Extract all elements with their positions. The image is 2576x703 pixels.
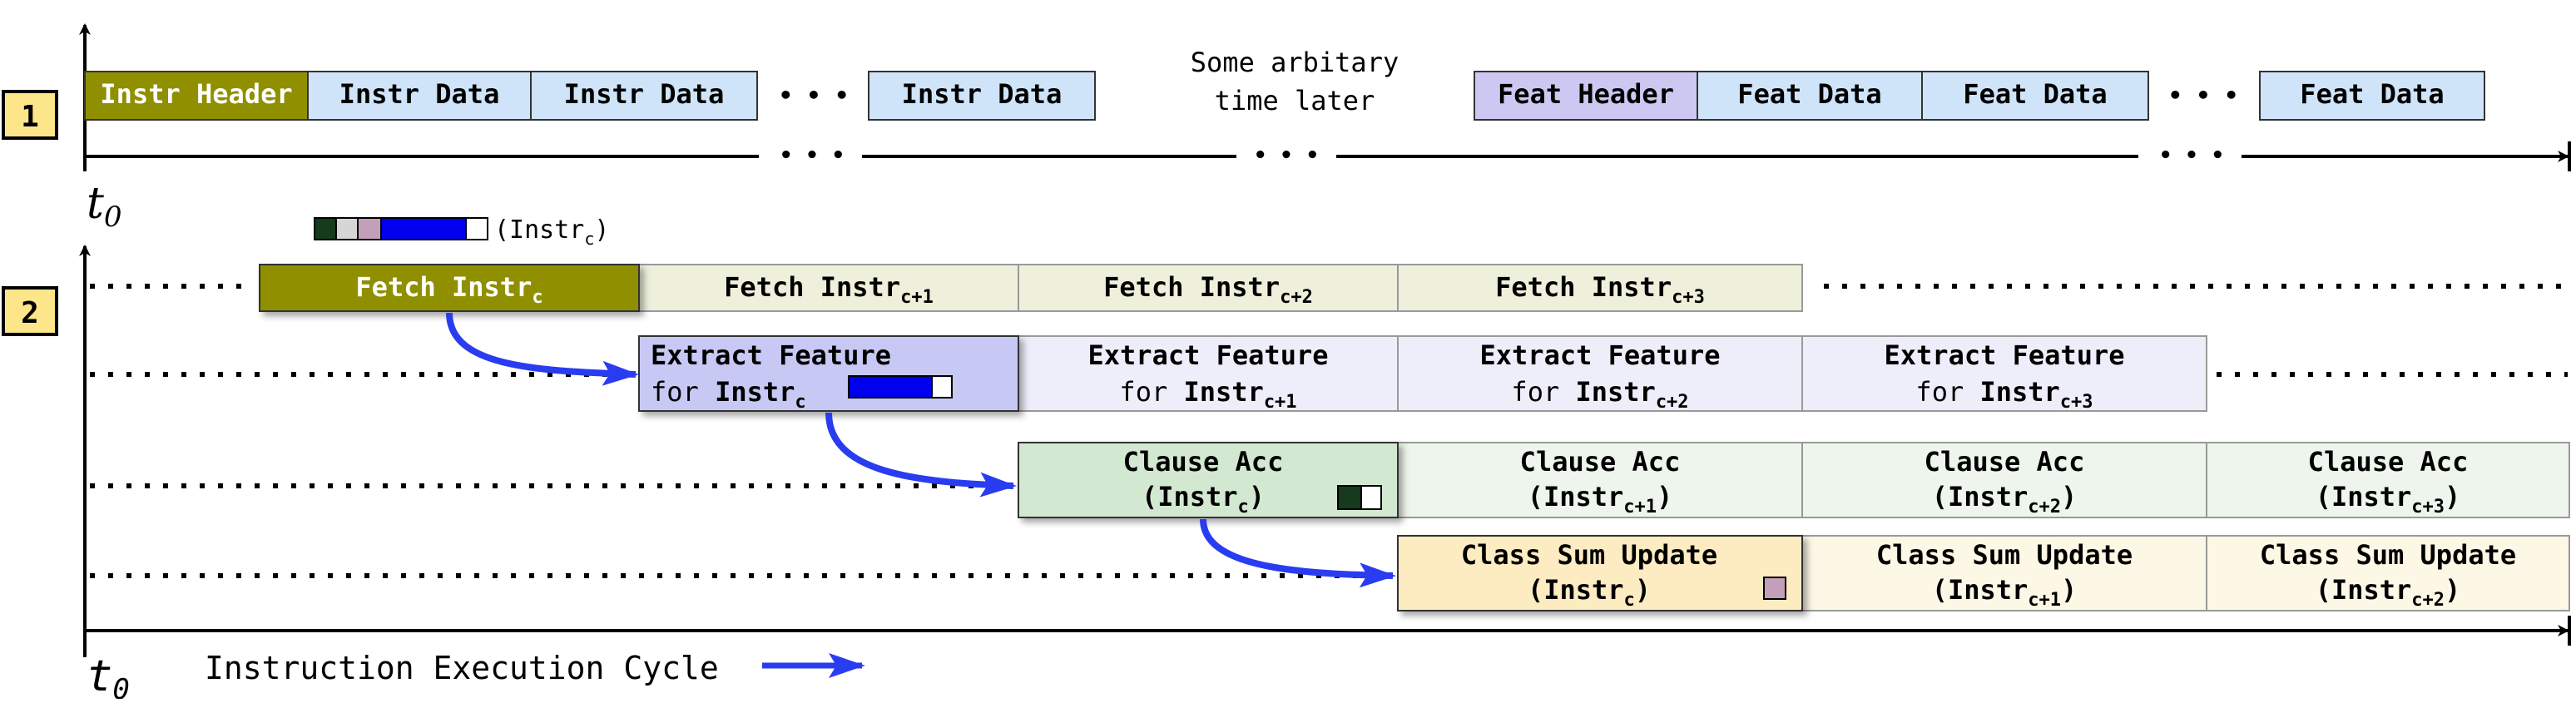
cell-feat-data-3-label: Feat Data bbox=[2300, 78, 2444, 110]
classsum-cell-c1-line1: Class Sum Update bbox=[1876, 539, 2133, 571]
time-note-line1: Some arbitary bbox=[1191, 47, 1399, 78]
cell-instr-data-2-label: Instr Data bbox=[564, 78, 725, 110]
cell-instr-data-1-label: Instr Data bbox=[339, 78, 500, 110]
axis-1-gap-1: • • • bbox=[780, 143, 845, 168]
section-1: 1 Instr Header Instr Data Instr Data • •… bbox=[2, 23, 2571, 234]
ellipsis-feat: • • • bbox=[2168, 82, 2238, 109]
cell-instr-data-1 bbox=[307, 71, 532, 121]
badge-2-label: 2 bbox=[21, 296, 39, 330]
axis-1-gap-3: • • • bbox=[2159, 143, 2224, 168]
axis-label-execution-cycle: Instruction Execution Cycle bbox=[205, 650, 719, 686]
extract-cell-c-line1: Extract Feature bbox=[651, 339, 891, 371]
extract-cell-c1-line1: Extract Feature bbox=[1088, 339, 1329, 371]
clause-cell-c1 bbox=[1397, 442, 1803, 518]
feature-bar bbox=[848, 375, 953, 399]
extract-cell-c3-line2: for Instrc+3 bbox=[1915, 376, 2093, 413]
extract-cell-c1-line2: for Instrc+1 bbox=[1119, 376, 1296, 413]
fetch-cell-c-label: Fetch Instrc bbox=[355, 271, 542, 308]
clause-cell-c1-line1: Clause Acc bbox=[1520, 446, 1681, 478]
t0-label-1: t0 bbox=[87, 179, 122, 234]
clause-cell-c3 bbox=[2206, 442, 2570, 518]
clause-bar bbox=[1337, 485, 1382, 510]
classsum-cell-c bbox=[1397, 535, 1803, 611]
legend-instr-label: (Instrc) bbox=[494, 215, 609, 249]
cell-feat-header-label: Feat Header bbox=[1498, 78, 1674, 110]
fetch-cell-c bbox=[259, 264, 640, 312]
time-note-line2: time later bbox=[1215, 85, 1375, 116]
extract-cell-c3 bbox=[1801, 335, 2207, 412]
cell-feat-header bbox=[1474, 71, 1698, 121]
flow-arrow-extract-to-clause bbox=[825, 412, 1017, 498]
badge-2 bbox=[2, 286, 58, 336]
fetch-cell-c3-label: Fetch Instrc+3 bbox=[1495, 271, 1705, 308]
clause-cell-c bbox=[1018, 442, 1399, 518]
clause-cell-c2-line2: (Instrc+2) bbox=[1932, 481, 2078, 517]
extract-cell-c2-line2: for Instrc+2 bbox=[1511, 376, 1688, 413]
classsum-cell-c2-line1: Class Sum Update bbox=[2260, 539, 2516, 571]
classsum-cell-c1 bbox=[1801, 535, 2207, 611]
classsum-cell-c2-line2: (Instrc+2) bbox=[2316, 574, 2461, 611]
cell-instr-data-2 bbox=[530, 71, 758, 121]
classsum-cell-c2 bbox=[2206, 535, 2570, 611]
extract-cell-c3-line1: Extract Feature bbox=[1885, 339, 2125, 371]
flow-arrow-fetch-to-extract bbox=[446, 312, 639, 386]
extract-cell-c2-line1: Extract Feature bbox=[1480, 339, 1721, 371]
cell-instr-data-3 bbox=[868, 71, 1096, 121]
fetch-cell-c2 bbox=[1018, 264, 1399, 312]
badge-1 bbox=[2, 90, 58, 140]
clause-cell-c1-line2: (Instrc+1) bbox=[1528, 481, 1673, 517]
badge-1-label: 1 bbox=[21, 100, 39, 134]
classsum-square bbox=[1763, 577, 1786, 600]
extract-cell-c bbox=[638, 335, 1019, 412]
section-2: 2 (Instrc) Fetch Instrc+1 Fetch Instrc+2… bbox=[2, 215, 2571, 703]
cell-feat-data-2-label: Feat Data bbox=[1963, 78, 2107, 110]
clause-cell-c-line1: Clause Acc bbox=[1123, 446, 1284, 478]
extract-cell-c-line2: for Instrc bbox=[651, 376, 806, 413]
clause-cell-c3-line2: (Instrc+3) bbox=[2316, 481, 2461, 517]
classsum-cell-c1-line2: (Instrc+1) bbox=[1932, 574, 2078, 611]
fetch-cell-c1-label: Fetch Instrc+1 bbox=[724, 271, 934, 308]
cell-instr-header bbox=[84, 71, 309, 121]
legend-instr-bar bbox=[314, 217, 488, 240]
cell-instr-header-label: Instr Header bbox=[100, 78, 292, 110]
fetch-cell-c2-label: Fetch Instrc+2 bbox=[1103, 271, 1313, 308]
extract-cell-c2 bbox=[1397, 335, 1803, 412]
classsum-cell-c-line1: Class Sum Update bbox=[1461, 539, 1717, 571]
cell-feat-data-1-label: Feat Data bbox=[1737, 78, 1881, 110]
cell-feat-data-3 bbox=[2259, 71, 2485, 121]
cell-feat-data-2 bbox=[1921, 71, 2149, 121]
fetch-cell-c1 bbox=[638, 264, 1019, 312]
clause-cell-c-line2: (Instrc) bbox=[1142, 481, 1265, 517]
clause-cell-c2-line1: Clause Acc bbox=[1925, 446, 2085, 478]
axis-1-gap-2: • • • bbox=[1254, 143, 1319, 168]
clause-cell-c3-line1: Clause Acc bbox=[2308, 446, 2469, 478]
t0-label-2: t0 bbox=[87, 651, 130, 699]
fetch-cell-c3 bbox=[1397, 264, 1803, 312]
cell-instr-data-3-label: Instr Data bbox=[902, 78, 1063, 110]
classsum-cell-c-line2: (Instrc) bbox=[1528, 574, 1651, 611]
flow-arrow-clause-to-classsum bbox=[1200, 518, 1396, 588]
ellipsis-instr: • • • bbox=[779, 82, 849, 109]
